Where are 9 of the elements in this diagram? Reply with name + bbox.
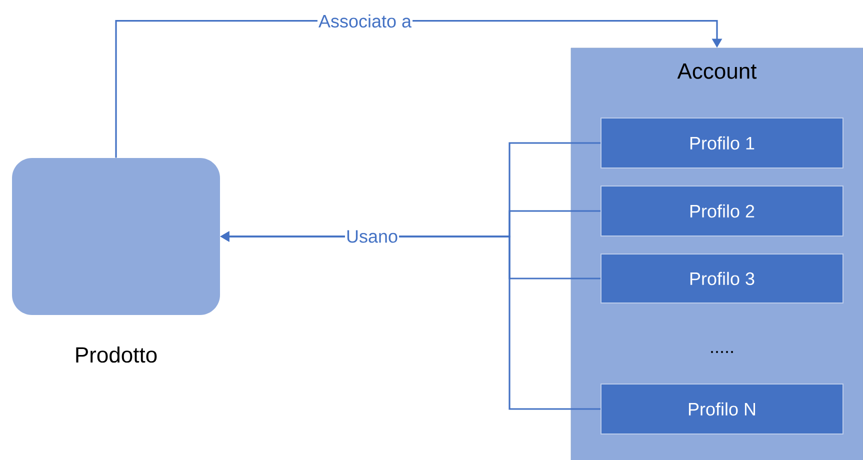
profile-box: Profilo 3 (600, 254, 844, 304)
edge-label: Usano (345, 229, 400, 244)
ellipsis-label: ..... (711, 351, 733, 353)
profile-box: Profilo 2 (600, 186, 844, 236)
product-box: Prodotto (12, 158, 220, 363)
edge-label: Associato a (317, 13, 413, 29)
profile-box: Profilo N (600, 384, 844, 434)
profile-box: Profilo 1 (600, 118, 844, 168)
node-label: Prodotto (76, 346, 157, 363)
